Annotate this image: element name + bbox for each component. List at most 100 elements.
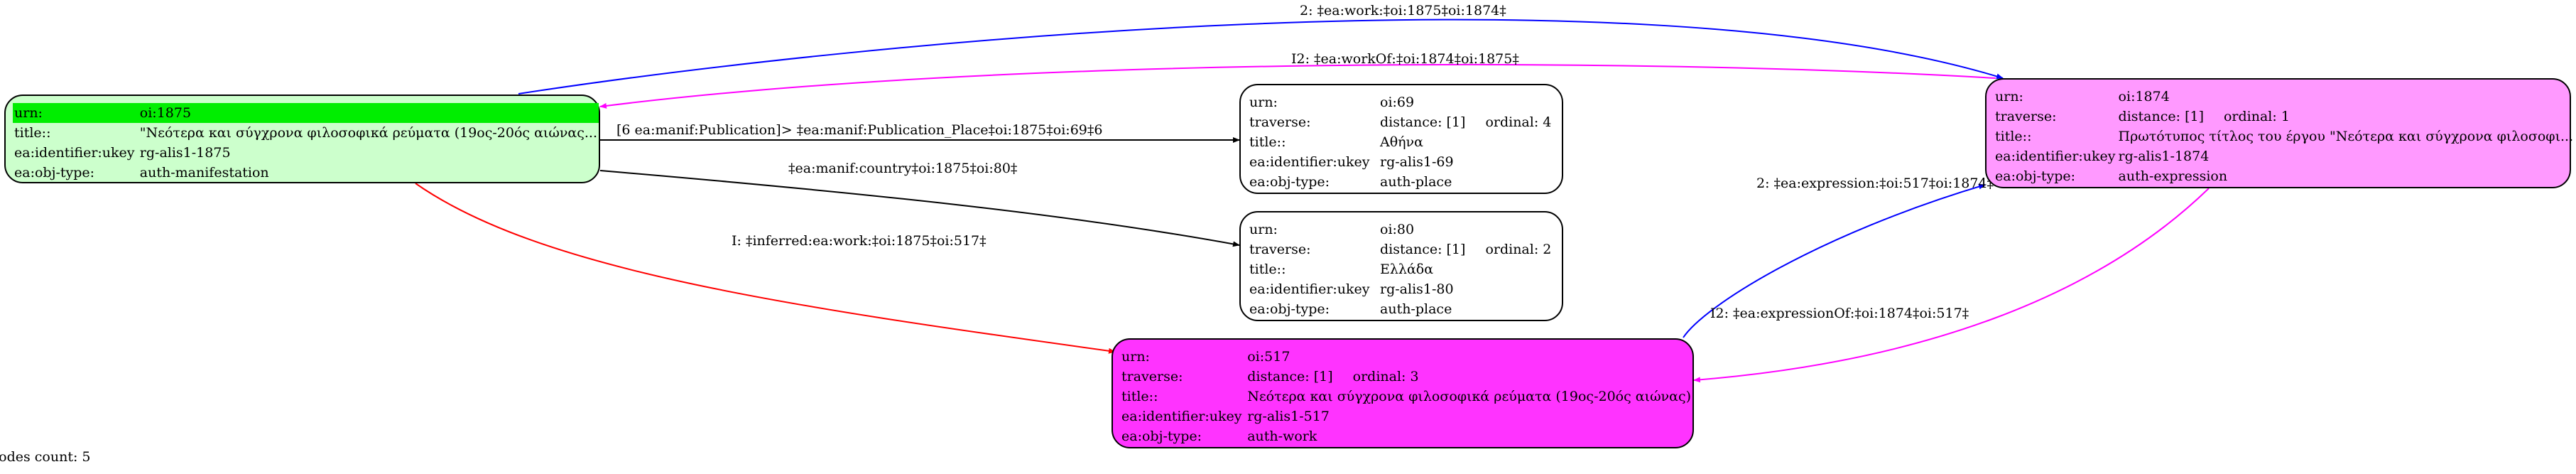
- node-urn-row: urn: oi:80: [1248, 220, 1553, 239]
- urn-key: urn:: [1249, 222, 1278, 237]
- traverse-key: traverse:: [1995, 109, 2057, 124]
- type-value: auth-work: [1247, 429, 1317, 444]
- ukey-key: ea:identifier:ukey: [1249, 154, 1370, 170]
- type-key: ea:obj-type:: [1121, 429, 1202, 444]
- urn-key: urn:: [1121, 349, 1150, 365]
- edge-label-expression: 2: ‡ea:expression:‡oi:517‡oi:1874‡: [1756, 176, 1994, 191]
- node-urn-row: urn: oi:69: [1248, 92, 1553, 112]
- urn-value: oi:1874: [2118, 89, 2170, 104]
- node-1875-fields: urn: oi:1875 title:: "Νεότερα και σύγχρο…: [13, 103, 599, 183]
- type-key: ea:obj-type:: [1249, 301, 1330, 317]
- ordinal-value: ordinal: 2: [1485, 242, 1552, 257]
- ukey-value: rg-alis1-1875: [139, 145, 231, 161]
- urn-value: oi:1875: [138, 103, 599, 123]
- title-key: title::: [1249, 134, 1286, 150]
- edge-expression: [1683, 183, 1986, 338]
- node-title-row: title:: Αθήνα: [1248, 132, 1553, 152]
- title-value: Ελλάδα: [1380, 262, 1434, 277]
- edge-expressionOf: [1693, 188, 2210, 383]
- node-1874-expression[interactable]: urn: oi:1874 traverse: distance: [1] ordi…: [1985, 78, 2573, 188]
- node-title-row: title:: Πρωτότυπος τίτλος του έργου "Νεό…: [1994, 126, 2575, 146]
- distance-value: distance: [1]: [1380, 114, 1466, 130]
- node-517-fields: urn: oi:517 traverse: distance: [1] ordin…: [1120, 347, 1692, 446]
- edge-country: [599, 170, 1240, 247]
- node-urn-row: urn: oi:1875: [13, 103, 599, 123]
- edge-inferred: [415, 183, 1116, 354]
- node-type-row: ea:obj-type: auth-place: [1248, 299, 1553, 319]
- traverse-key: traverse:: [1121, 369, 1183, 384]
- title-value: "Νεότερα και σύγχρονα φιλοσοφικά ρεύματα…: [139, 125, 597, 141]
- edge-work: [518, 18, 2004, 95]
- type-value: auth-place: [1380, 301, 1452, 317]
- node-ukey-row: ea:identifier:ukey rg-alis1-517: [1120, 406, 1692, 426]
- ukey-key: ea:identifier:ukey: [1995, 149, 2116, 164]
- ordinal-value: ordinal: 4: [1485, 114, 1552, 130]
- urn-key: urn:: [13, 103, 138, 123]
- node-traverse-row: traverse: distance: [1] ordinal: 1: [1994, 107, 2575, 126]
- urn-value: oi:80: [1380, 222, 1415, 237]
- node-type-row: ea:obj-type: auth-work: [1120, 426, 1692, 446]
- node-1875-manifestation[interactable]: urn: oi:1875 title:: "Νεότερα και σύγχρο…: [4, 95, 600, 183]
- edge-label-inferred: I: ‡inferred:ea:work:‡oi:1875‡oi:517‡: [732, 233, 987, 249]
- edge-label-expressionOf: I2: ‡ea:expressionOf:‡oi:1874‡oi:517‡: [1710, 306, 1969, 321]
- node-type-row: ea:obj-type: auth-place: [1248, 172, 1553, 192]
- node-69-fields: urn: oi:69 traverse: distance: [1] ordina…: [1248, 92, 1553, 192]
- node-ukey-row: ea:identifier:ukey rg-alis1-69: [1248, 152, 1553, 172]
- urn-key: urn:: [1249, 95, 1278, 110]
- ukey-key: ea:identifier:ukey: [1249, 281, 1370, 297]
- ukey-value: rg-alis1-80: [1380, 281, 1454, 297]
- edge-label-country: ‡ea:manif:country‡oi:1875‡oi:80‡: [788, 161, 1018, 176]
- footer-text: root: 1875 nodes count: 5: [0, 449, 91, 465]
- type-key: ea:obj-type:: [14, 165, 95, 181]
- node-urn-row: urn: oi:517: [1120, 347, 1692, 367]
- title-key: title::: [1249, 262, 1286, 277]
- node-type-row: ea:obj-type: auth-manifestation: [13, 163, 599, 183]
- node-1874-fields: urn: oi:1874 traverse: distance: [1] ordi…: [1994, 87, 2575, 186]
- node-517-work[interactable]: urn: oi:517 traverse: distance: [1] ordin…: [1112, 338, 1694, 448]
- node-ukey-row: ea:identifier:ukey rg-alis1-1874: [1994, 146, 2575, 166]
- node-traverse-row: traverse: distance: [1] ordinal: 2: [1248, 239, 1553, 259]
- distance-value: distance: [1]: [1247, 369, 1333, 384]
- urn-value: oi:517: [1247, 349, 1290, 365]
- node-title-row: title:: Ελλάδα: [1248, 259, 1553, 279]
- ordinal-value: ordinal: 1: [2223, 109, 2290, 124]
- urn-value: oi:69: [1380, 95, 1415, 110]
- traverse-key: traverse:: [1249, 114, 1311, 130]
- ukey-value: rg-alis1-69: [1380, 154, 1454, 170]
- node-ukey-row: ea:identifier:ukey rg-alis1-80: [1248, 279, 1553, 299]
- type-key: ea:obj-type:: [1995, 168, 2076, 184]
- node-traverse-row: traverse: distance: [1] ordinal: 4: [1248, 112, 1553, 132]
- title-key: title::: [1995, 129, 2032, 144]
- traverse-key: traverse:: [1249, 242, 1311, 257]
- node-80-fields: urn: oi:80 traverse: distance: [1] ordina…: [1248, 220, 1553, 319]
- ordinal-value: ordinal: 3: [1352, 369, 1419, 384]
- node-type-row: ea:obj-type: auth-expression: [1994, 166, 2575, 186]
- edge-label-work: 2: ‡ea:work:‡oi:1875‡oi:1874‡: [1300, 3, 1506, 18]
- type-key: ea:obj-type:: [1249, 174, 1330, 190]
- node-urn-row: urn: oi:1874: [1994, 87, 2575, 107]
- edge-workOf: [599, 63, 1996, 109]
- ukey-key: ea:identifier:ukey: [1121, 409, 1242, 424]
- edge-label-workOf: I2: ‡ea:workOf:‡oi:1874‡oi:1875‡: [1291, 51, 1519, 67]
- urn-key: urn:: [1995, 89, 2023, 104]
- type-value: auth-manifestation: [139, 165, 269, 181]
- distance-value: distance: [1]: [1380, 242, 1466, 257]
- ukey-value: rg-alis1-1874: [2118, 149, 2210, 164]
- title-value: Πρωτότυπος τίτλος του έργου "Νεότερα και…: [2118, 129, 2574, 144]
- node-69-place[interactable]: urn: oi:69 traverse: distance: [1] ordina…: [1239, 84, 1563, 194]
- title-key: title::: [1121, 389, 1158, 404]
- node-ukey-row: ea:identifier:ukey rg-alis1-1875: [13, 143, 599, 163]
- graph-footer: root: 1875 nodes count: 5: [0, 449, 2576, 465]
- type-value: auth-expression: [2118, 168, 2228, 184]
- type-value: auth-place: [1380, 174, 1452, 190]
- title-value: Αθήνα: [1380, 134, 1423, 150]
- edge-label-publication: [6 ea:manif:Publication]> ‡ea:manif:Publ…: [616, 122, 1103, 138]
- node-80-place[interactable]: urn: oi:80 traverse: distance: [1] ordina…: [1239, 211, 1563, 321]
- distance-value: distance: [1]: [2118, 109, 2204, 124]
- ukey-value: rg-alis1-517: [1247, 409, 1330, 424]
- node-title-row: title:: "Νεότερα και σύγχρονα φιλοσοφικά…: [13, 123, 599, 143]
- title-key: title::: [14, 125, 51, 141]
- title-value: Νεότερα και σύγχρονα φιλοσοφικά ρεύματα …: [1247, 389, 1691, 404]
